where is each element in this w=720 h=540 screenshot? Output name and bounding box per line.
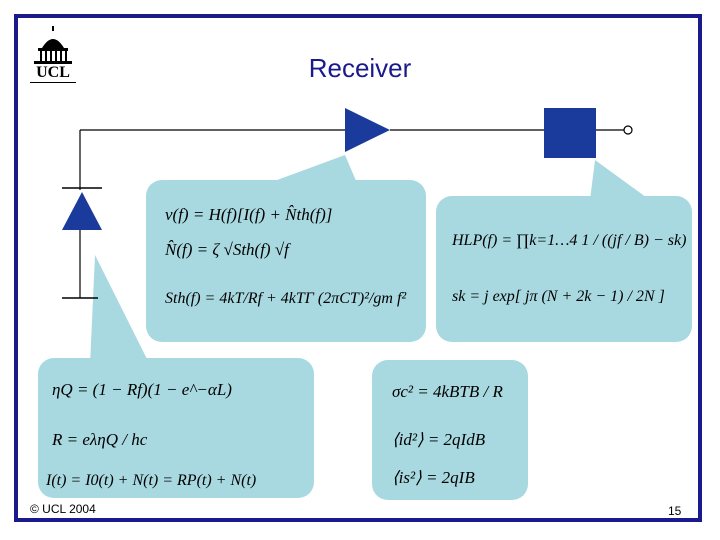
logo-underline: [30, 82, 76, 83]
callout-amplifier: [146, 180, 426, 342]
filter-block-icon: [544, 108, 596, 158]
copyright-footer: © UCL 2004: [30, 502, 96, 516]
dome-icon: [34, 26, 72, 64]
equation-lowpass-filter: HLP(f) = ∏k=1…4 1 / ((jf / B) − sk): [452, 232, 687, 249]
equation-responsivity: R = eληQ / hc: [52, 430, 148, 449]
equation-noise-psd: Sth(f) = 4kT/Rf + 4kTΓ (2πCT)²/gm f²: [165, 290, 407, 307]
logo-text: UCL: [36, 64, 70, 81]
photodiode-icon: [62, 192, 102, 230]
equation-shot-noise: ⟨is²⟩ = 2qIB: [392, 468, 475, 487]
equation-noise-amplitude: N̂(f) = ζ √Sth(f) √f: [165, 240, 289, 259]
ucl-logo: UCL: [28, 26, 78, 84]
equation-poles: sk = j exp[ jπ (N + 2k − 1) / 2N ]: [452, 288, 665, 305]
callout-photodiode: [38, 358, 314, 498]
slide-frame: [14, 14, 702, 522]
slide-title: Receiver: [308, 53, 412, 83]
callout-noise: [372, 360, 528, 500]
callout-filter: [436, 196, 692, 342]
page-number: 15: [668, 504, 682, 518]
equation-thermal-noise: σc² = 4kBTB / R: [392, 382, 503, 401]
output-terminal-icon: [623, 125, 633, 135]
amplifier-icon: [345, 108, 390, 152]
equation-voltage: v(f) = H(f)[I(f) + N̂th(f)]: [165, 205, 333, 224]
equation-photocurrent: I(t) = I0(t) + N(t) = RP(t) + N(t): [46, 472, 257, 489]
equation-dark-current-noise: ⟨id²⟩ = 2qIdB: [392, 430, 486, 449]
equation-quantum-efficiency: ηQ = (1 − Rf)(1 − e^−αL): [52, 380, 232, 399]
